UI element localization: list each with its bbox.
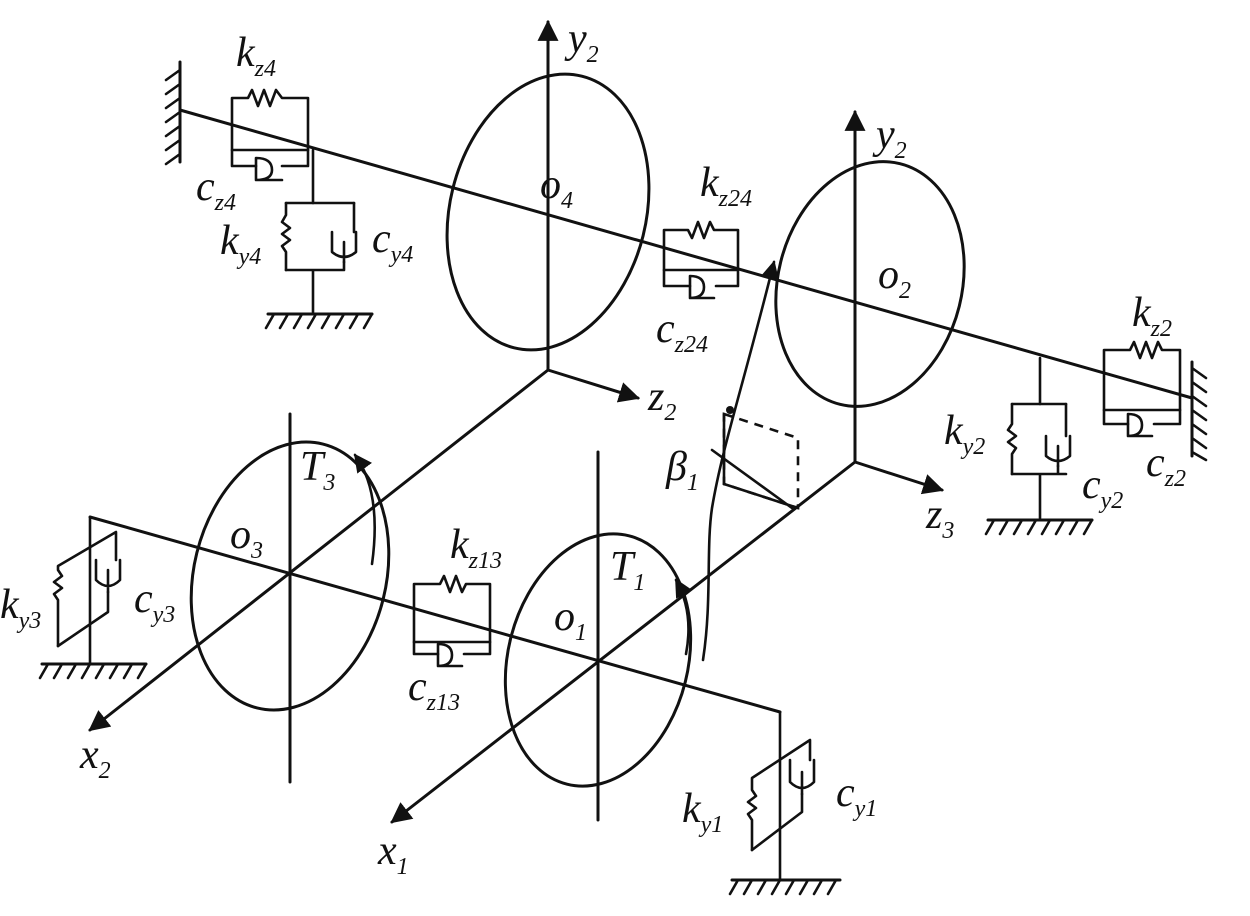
line-of-action <box>701 260 800 662</box>
damper-cy2 <box>1044 402 1072 468</box>
spring-ky2 <box>1006 402 1018 476</box>
label-x1: x1 <box>377 828 409 880</box>
label-ky1: ky1 <box>682 786 723 838</box>
damper-cz24 <box>688 274 716 300</box>
spring-kz13 <box>412 574 492 644</box>
kz24-cz24-unit <box>662 220 740 300</box>
upper-shaft <box>178 108 1194 400</box>
label-o4: o4 <box>540 162 573 214</box>
spring-ky1 <box>746 738 812 852</box>
label-y2-top: y2 <box>564 16 599 68</box>
spring-ky4 <box>280 201 292 272</box>
helix-diagonal <box>710 448 794 510</box>
axis-x2 <box>88 368 550 732</box>
label-kz13: kz13 <box>450 522 502 574</box>
gear-o3 <box>189 440 391 712</box>
damper-cy4 <box>330 201 358 264</box>
ky4-cy4-unit <box>264 148 374 330</box>
torque-T1-arrow <box>674 578 692 656</box>
helix-point <box>726 406 734 414</box>
axis-x1 <box>390 460 857 824</box>
label-cz13: cz13 <box>408 664 460 716</box>
damper-cz13 <box>436 642 464 668</box>
label-z3: z3 <box>925 492 954 544</box>
spring-kz24 <box>662 220 740 272</box>
label-cy3: cy3 <box>134 576 175 628</box>
gear-o4 <box>445 72 651 352</box>
label-cz2: cz2 <box>1146 440 1186 492</box>
label-o3: o3 <box>230 512 263 564</box>
damper-cy3 <box>94 558 122 594</box>
label-x2: x2 <box>79 732 111 784</box>
ky1-cy1-unit <box>728 710 842 896</box>
damper-cy1 <box>788 758 816 796</box>
label-cy2: cy2 <box>1082 462 1123 514</box>
ky2-cy2-unit <box>984 356 1094 536</box>
helix-angle-box <box>722 412 800 510</box>
gear-o1 <box>503 532 693 788</box>
label-o2: o2 <box>878 252 911 304</box>
wall-right <box>1190 360 1208 462</box>
damper-cz4 <box>254 156 284 182</box>
axis-z3 <box>853 460 944 495</box>
gear-o2 <box>774 160 966 408</box>
axis-z2 <box>546 368 641 403</box>
torque-arrows <box>353 453 692 656</box>
lower-shaft <box>88 515 782 714</box>
label-kz2: kz2 <box>1132 290 1172 342</box>
gears <box>189 72 966 822</box>
label-y2-right: y2 <box>872 112 907 164</box>
spring-ky3 <box>52 530 118 648</box>
coordinate-axes <box>88 19 944 824</box>
label-cy4: cy4 <box>372 216 413 268</box>
labels: y2 y2 z2 z3 x1 x2 o4 o2 o3 o1 T3 T1 β1 k… <box>0 16 1186 880</box>
label-cz24: cz24 <box>656 306 708 358</box>
kz4-cz4-unit <box>230 88 310 182</box>
label-z2: z2 <box>647 374 676 426</box>
label-ky4: ky4 <box>220 218 261 270</box>
label-o1: o1 <box>554 594 587 646</box>
kz2-cz2-unit <box>1102 340 1182 438</box>
torque-T3-arrow <box>353 453 377 566</box>
label-T1: T1 <box>610 544 645 596</box>
wall-left <box>164 60 182 166</box>
label-beta1: β1 <box>665 444 699 496</box>
meshing-line <box>701 260 779 662</box>
label-ky3: ky3 <box>0 582 41 634</box>
spring-kz4 <box>230 88 310 152</box>
label-ky2: ky2 <box>944 408 985 460</box>
label-cz4: cz4 <box>196 164 236 216</box>
label-cy1: cy1 <box>836 770 877 822</box>
kz13-cz13-unit <box>412 574 492 668</box>
label-kz24: kz24 <box>700 160 752 212</box>
label-kz4: kz4 <box>236 30 276 82</box>
label-T3: T3 <box>300 444 335 496</box>
damper-cz2 <box>1126 412 1154 438</box>
ky3-cy3-unit <box>38 515 148 680</box>
shafts <box>88 108 1194 714</box>
